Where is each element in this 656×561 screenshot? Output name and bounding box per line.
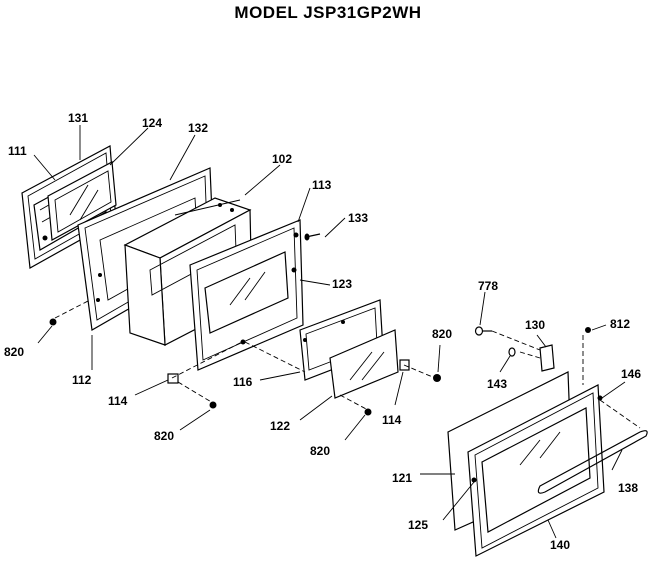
part-133-screw — [304, 233, 321, 241]
label-125: 125 — [408, 518, 428, 532]
part-812-screw — [585, 327, 591, 333]
label-812: 812 — [610, 317, 630, 331]
part-138-door-handle — [537, 430, 648, 494]
label-132: 132 — [188, 121, 208, 135]
part-labels: 111 131 124 132 102 113 133 123 820 112 … — [4, 111, 641, 552]
label-116: 116 — [233, 375, 253, 389]
part-143-hinge-pin — [508, 347, 516, 357]
label-820-middle: 820 — [310, 444, 330, 458]
label-113: 113 — [312, 178, 332, 192]
label-112: 112 — [72, 373, 92, 387]
label-130: 130 — [525, 318, 545, 332]
label-111: 111 — [8, 144, 27, 158]
part-778-hinge-screw — [474, 326, 492, 336]
part-140-outer-door — [467, 384, 605, 557]
part-820-screws — [49, 318, 441, 416]
label-138: 138 — [618, 481, 638, 495]
label-820-bottom: 820 — [154, 429, 174, 443]
label-820-left: 820 — [4, 345, 24, 359]
part-116-window-pack — [299, 299, 399, 399]
part-114-clip-left — [167, 373, 179, 384]
label-102: 102 — [272, 152, 292, 166]
label-820-right: 820 — [432, 327, 452, 341]
label-778: 778 — [478, 279, 498, 293]
label-133: 133 — [348, 211, 368, 225]
label-123: 123 — [332, 277, 352, 291]
part-130-hinge-bracket — [539, 344, 555, 372]
label-121: 121 — [392, 471, 412, 485]
label-131: 131 — [68, 111, 88, 125]
part-113-door-liner — [189, 219, 304, 371]
label-140: 140 — [550, 538, 570, 552]
label-143: 143 — [487, 377, 507, 391]
label-114-right: 114 — [382, 413, 402, 427]
part-131-glass — [47, 161, 117, 241]
label-122: 122 — [270, 419, 290, 433]
label-114-left: 114 — [108, 394, 128, 408]
label-124: 124 — [142, 116, 162, 130]
leader-lines — [33, 125, 626, 539]
label-146: 146 — [621, 367, 641, 381]
diagram-title: MODEL JSP31GP2WH — [234, 3, 422, 22]
assembly-axes — [54, 299, 641, 429]
